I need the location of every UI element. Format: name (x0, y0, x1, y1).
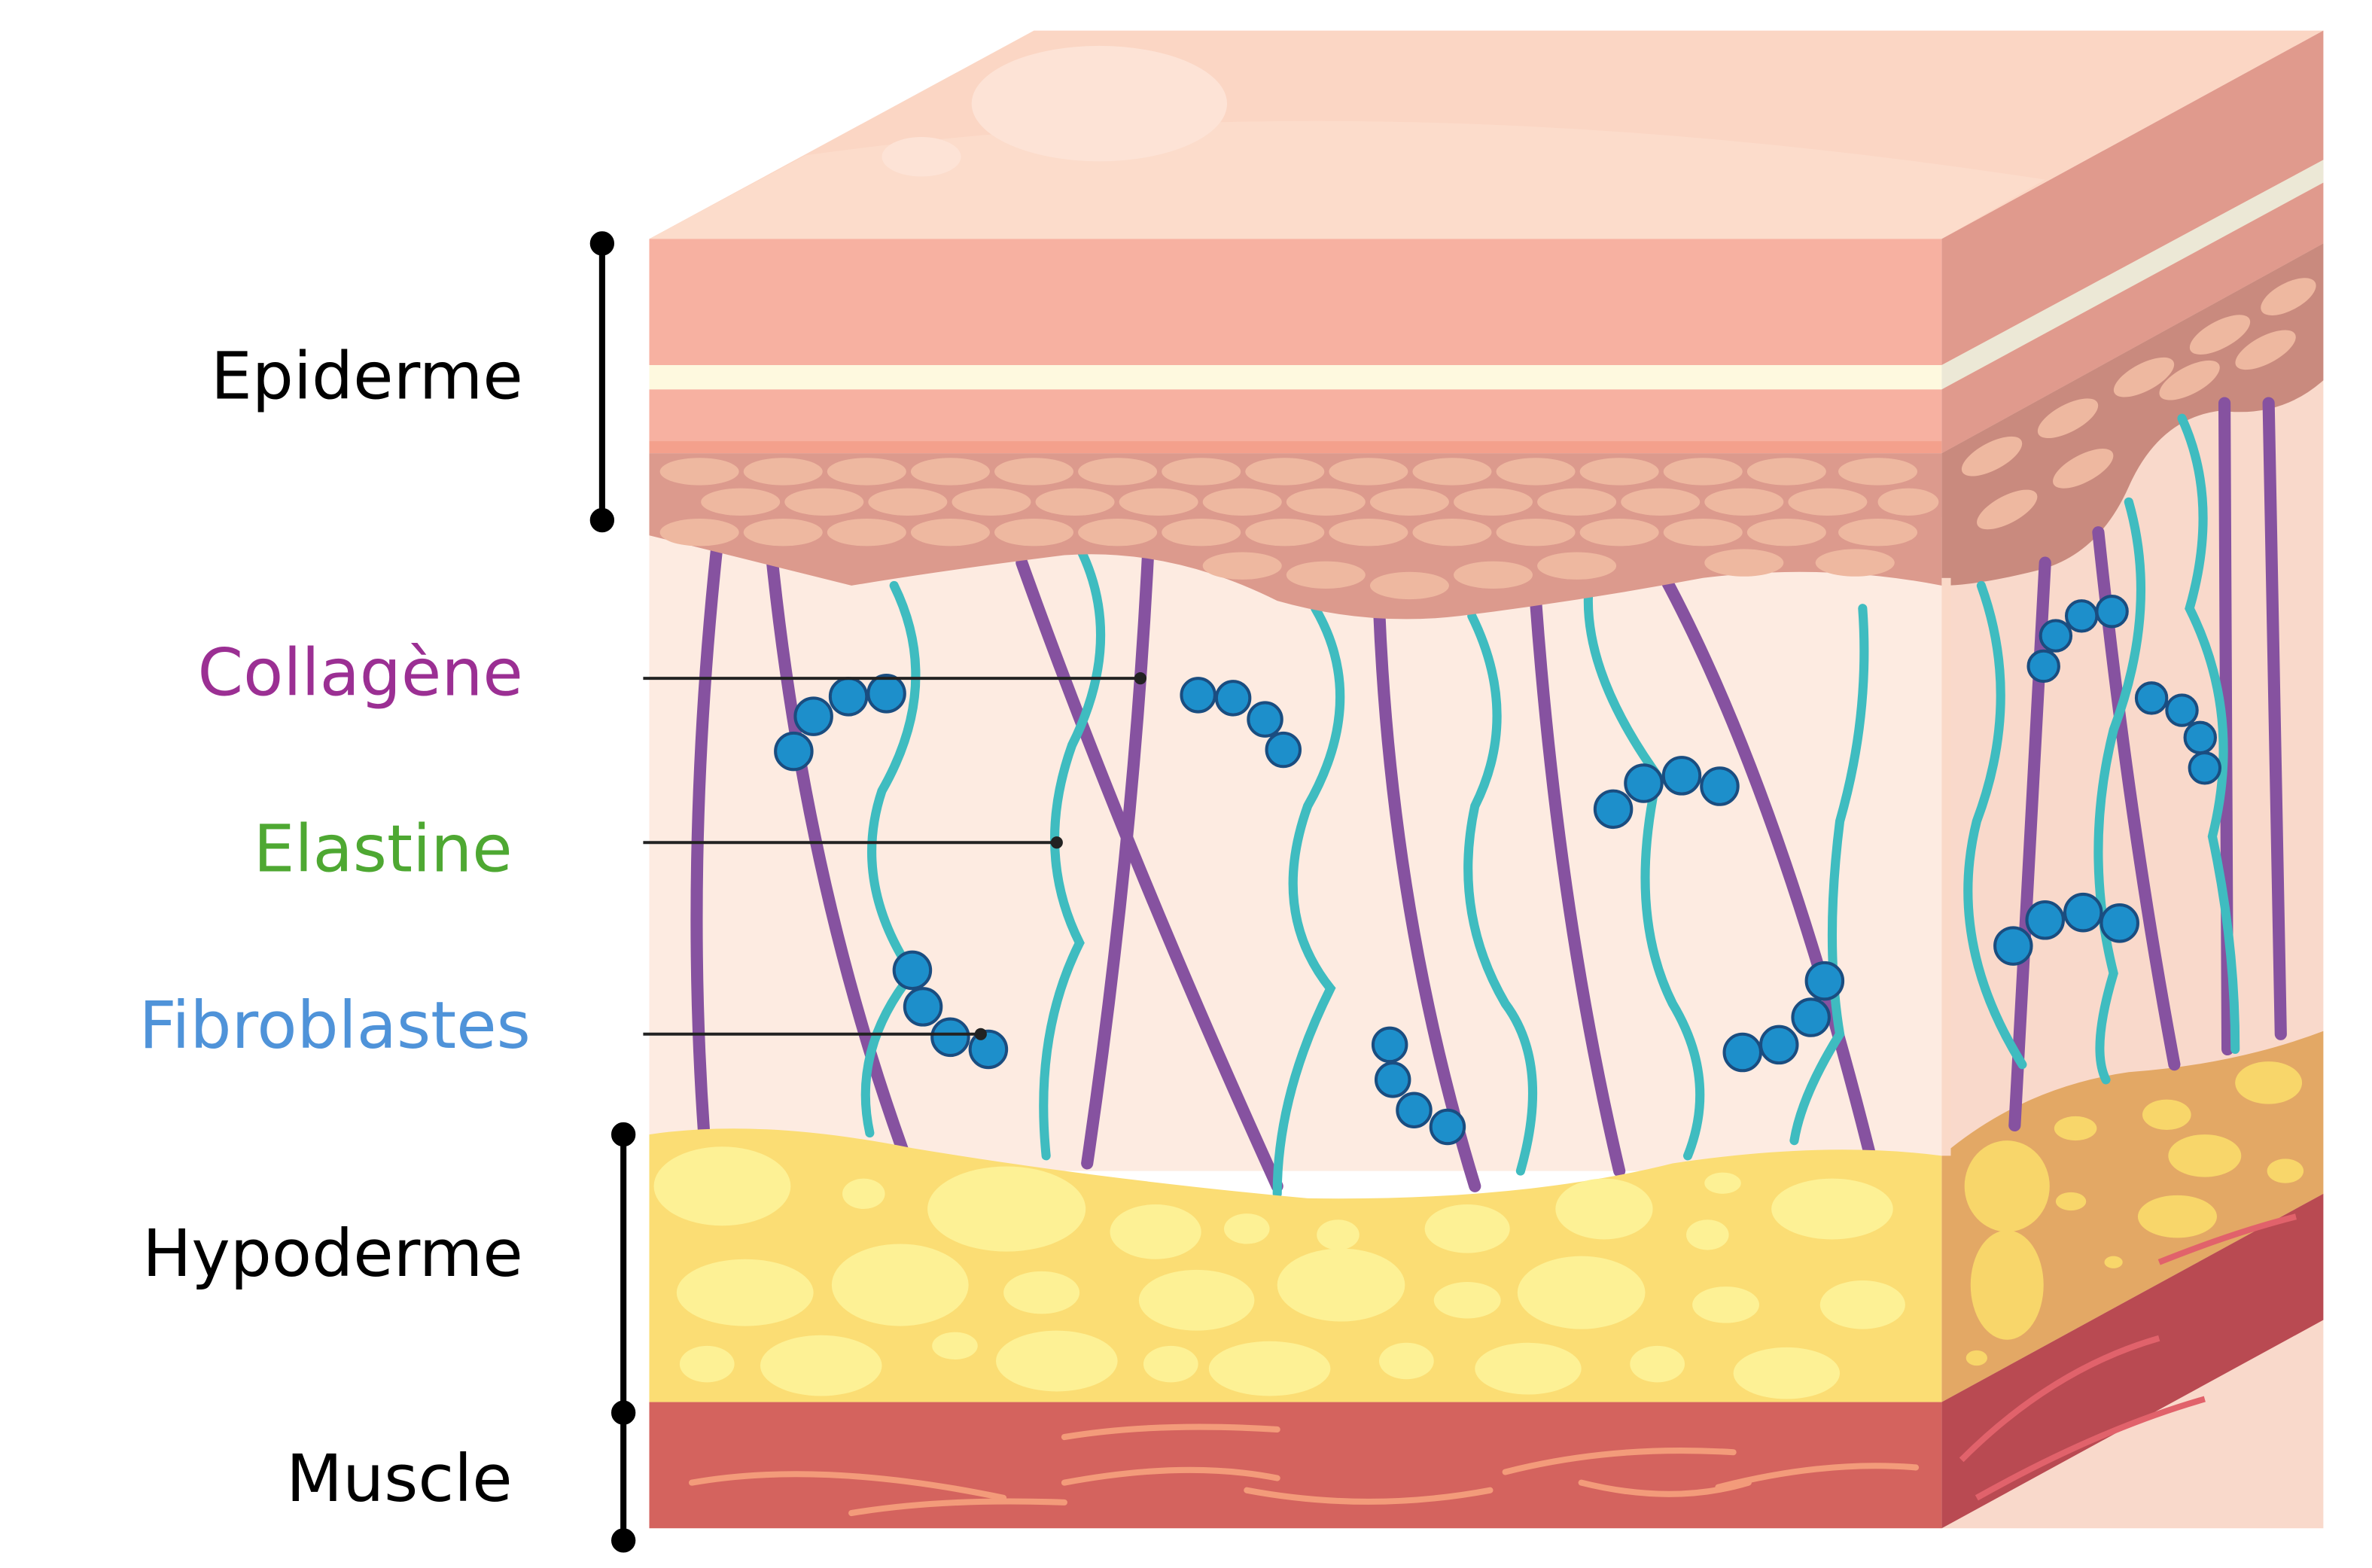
epiderme-bracket (589, 231, 615, 533)
label-muscle: Muscle (286, 1441, 513, 1517)
epidermis-layer (649, 239, 1942, 454)
hypoderme-bracket (611, 1122, 636, 1425)
pointer-fibroblastes (643, 1028, 987, 1040)
skin-surface (649, 30, 2324, 239)
muscle-bracket (611, 1412, 636, 1553)
fibroblast-cells (774, 595, 2222, 1146)
label-elastine: Elastine (254, 811, 513, 888)
label-hypoderme: Hypoderme (142, 1216, 523, 1292)
dermis-side-edge (1941, 577, 1951, 1156)
label-collagene: Collagène (198, 635, 523, 711)
elastin-fibers (860, 413, 2240, 1198)
label-fibroblastes: Fibroblastes (139, 988, 531, 1064)
pointer-collagene (643, 672, 1146, 685)
label-epiderme: Epiderme (211, 338, 523, 414)
basal-cell-layer (649, 278, 2316, 620)
hypodermis-layer (649, 1061, 2304, 1402)
muscle-layer (649, 1402, 1942, 1529)
pointer-elastine (643, 836, 1063, 849)
